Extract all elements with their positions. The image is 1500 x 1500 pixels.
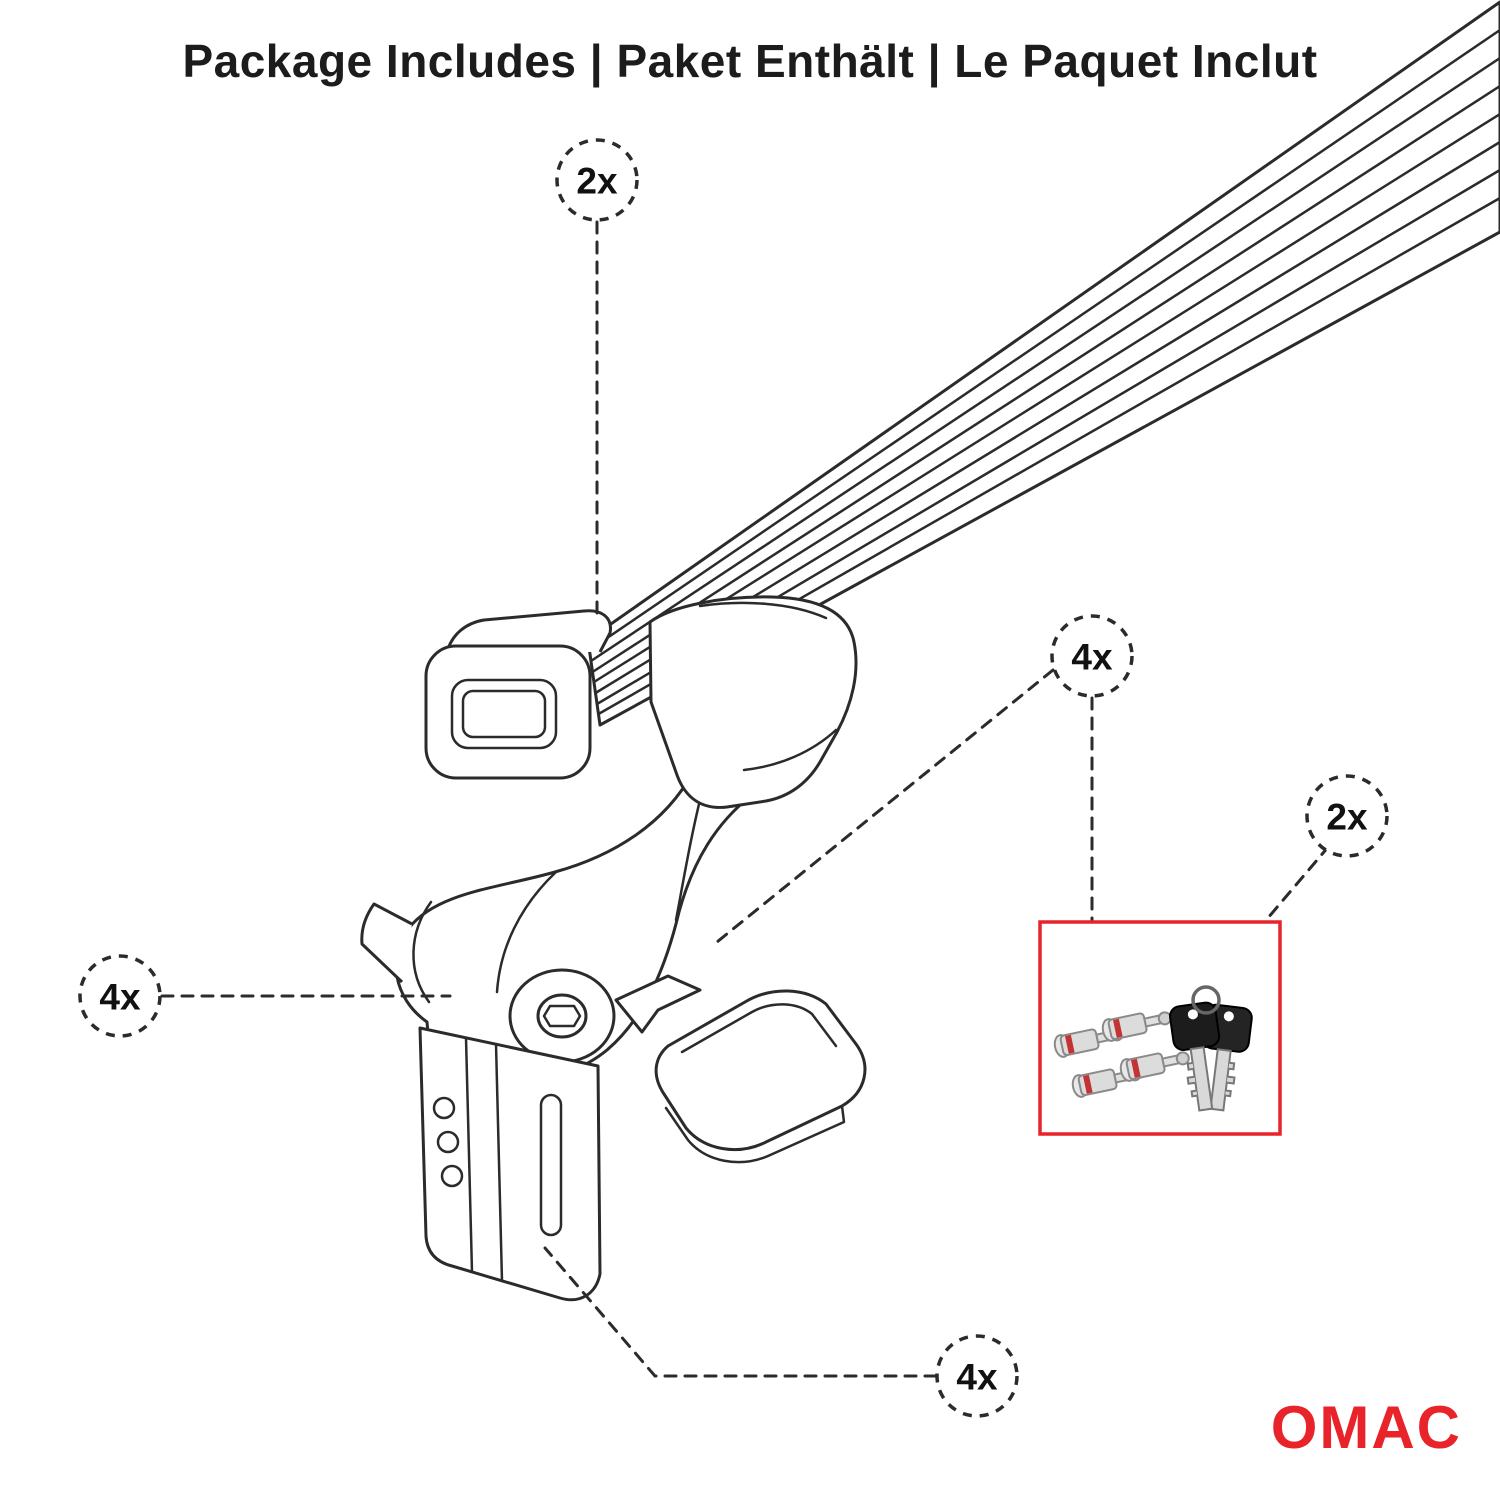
callout-clamp-label: 4x <box>956 1357 998 1398</box>
keys-image <box>1169 985 1253 1112</box>
foot-base-pad <box>654 989 867 1164</box>
crossbar-drawing <box>586 0 1500 727</box>
callout-lock-bolts-label: 4x <box>1071 637 1113 678</box>
callout-keys: 2x <box>1305 774 1389 858</box>
red-highlight-box <box>1038 920 1282 1136</box>
lock-bolt-hole <box>508 968 616 1064</box>
clamp-plate <box>418 1026 602 1302</box>
callout-foot-label: 4x <box>99 977 141 1018</box>
callout-crossbar: 2x <box>555 138 639 222</box>
lock-cylinders-image <box>1053 1011 1190 1098</box>
mounting-foot <box>360 595 867 1302</box>
page-title: Package Includes | Paket Enthält | Le Pa… <box>182 35 1318 87</box>
key-ring-icon <box>1191 985 1221 1015</box>
callout-keys-label: 2x <box>1326 797 1368 838</box>
callout-lock-bolts: 4x <box>1050 614 1134 698</box>
end-cap <box>424 609 612 780</box>
callout-crossbar-label: 2x <box>576 161 618 202</box>
omac-logo: OMAC <box>1271 1394 1462 1461</box>
callout-foot: 4x <box>78 954 162 1038</box>
callout-clamp: 4x <box>935 1334 1019 1418</box>
